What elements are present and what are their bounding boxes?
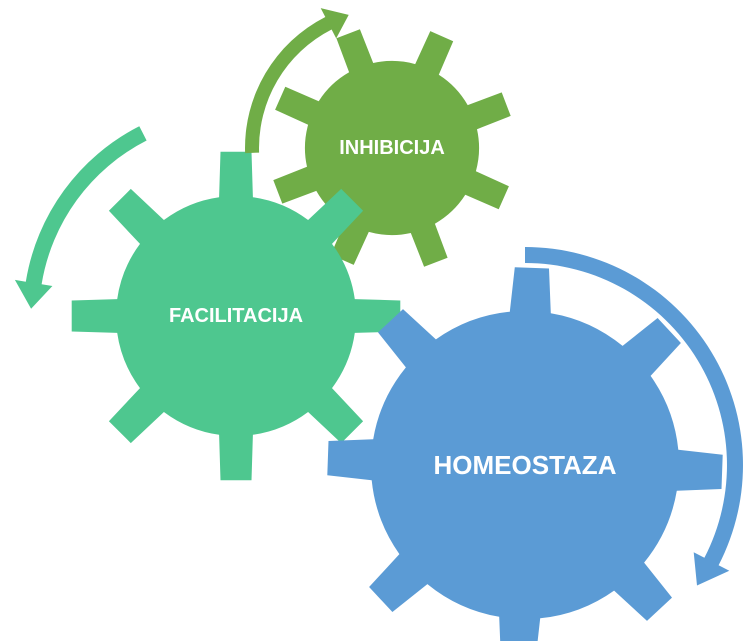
gear-facilitacija-label: FACILITACIJA	[169, 305, 303, 327]
gear-inhibicija-label: INHIBICIJA	[339, 137, 445, 159]
gear-homeostaza-shape	[327, 267, 723, 641]
arrow-homeostaza	[525, 247, 743, 586]
arrow-facilitacija	[14, 126, 147, 309]
arrow-inhibicija	[245, 8, 349, 154]
gear-homeostaza-label: HOMEOSTAZA	[434, 450, 617, 480]
gear-facilitacija: FACILITACIJA	[71, 151, 401, 481]
gear-facilitacija-shape	[71, 151, 401, 481]
gear-homeostaza: HOMEOSTAZA	[327, 267, 723, 641]
